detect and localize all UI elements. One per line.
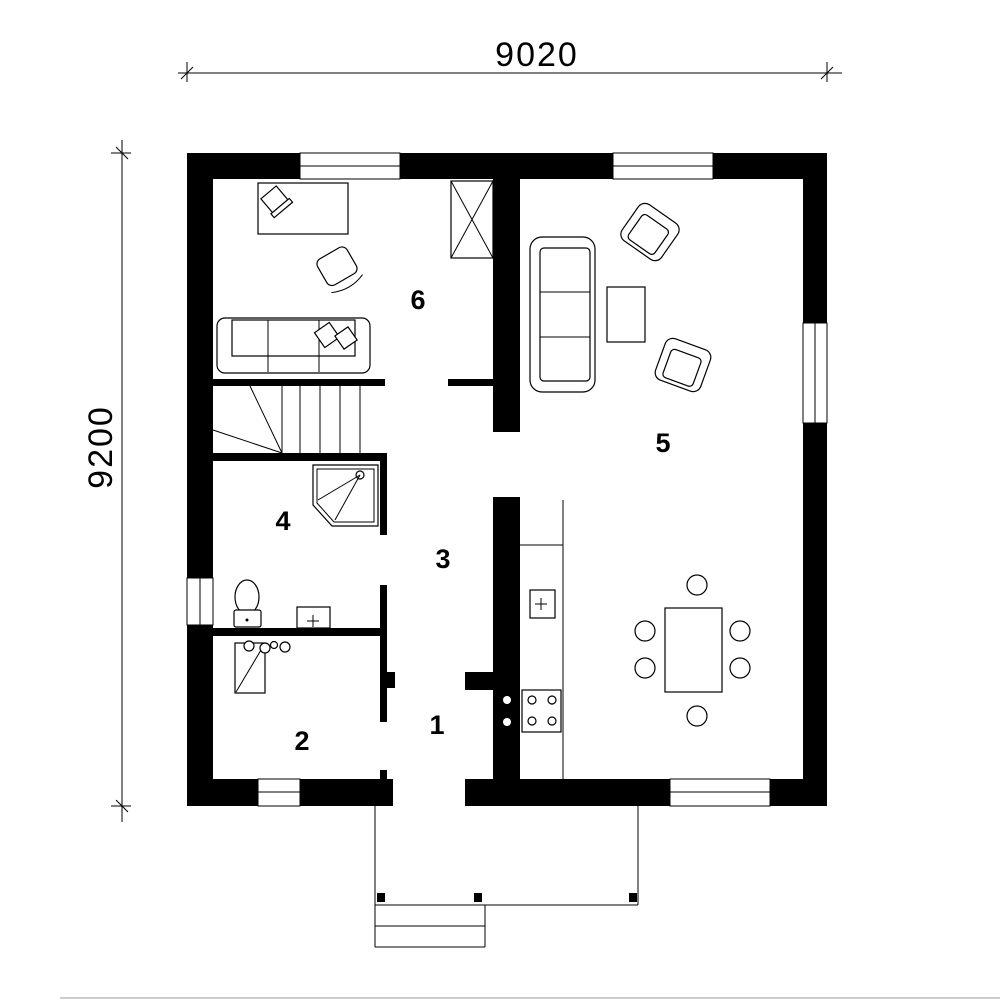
sofa xyxy=(216,317,371,374)
wardrobe xyxy=(450,180,494,259)
staircase xyxy=(212,385,361,454)
living-sofa xyxy=(529,236,596,393)
boiler-equipment xyxy=(234,640,291,694)
room-label-3: 3 xyxy=(435,544,450,574)
window xyxy=(299,152,401,180)
width-dimension: 9020 xyxy=(178,36,842,82)
interior-walls xyxy=(213,179,520,780)
washbasin xyxy=(296,606,331,629)
room-label-6: 6 xyxy=(410,285,425,315)
height-dimension: 9200 xyxy=(82,140,131,822)
room-label-1: 1 xyxy=(429,710,444,740)
width-dimension-label: 9020 xyxy=(495,36,579,74)
windows xyxy=(186,152,828,807)
kitchen-counter xyxy=(520,500,564,779)
window xyxy=(257,778,301,807)
porch-post xyxy=(629,893,637,902)
dining-set xyxy=(634,574,751,727)
porch-post xyxy=(377,893,385,902)
room-label-2: 2 xyxy=(294,726,309,756)
desk xyxy=(257,182,349,235)
window xyxy=(186,577,214,626)
room-label-4: 4 xyxy=(275,506,290,536)
coffee-table xyxy=(606,286,646,343)
window xyxy=(669,778,771,807)
armchair xyxy=(620,202,680,262)
office-chair xyxy=(316,246,363,294)
toilet xyxy=(233,579,262,628)
height-dimension-label: 9200 xyxy=(82,405,120,489)
porch xyxy=(374,806,639,948)
window xyxy=(802,322,828,424)
window xyxy=(612,152,714,180)
shower xyxy=(312,464,379,527)
porch-post xyxy=(474,893,482,902)
room-label-5: 5 xyxy=(655,428,670,458)
stove xyxy=(521,689,562,733)
armchair xyxy=(654,337,712,393)
